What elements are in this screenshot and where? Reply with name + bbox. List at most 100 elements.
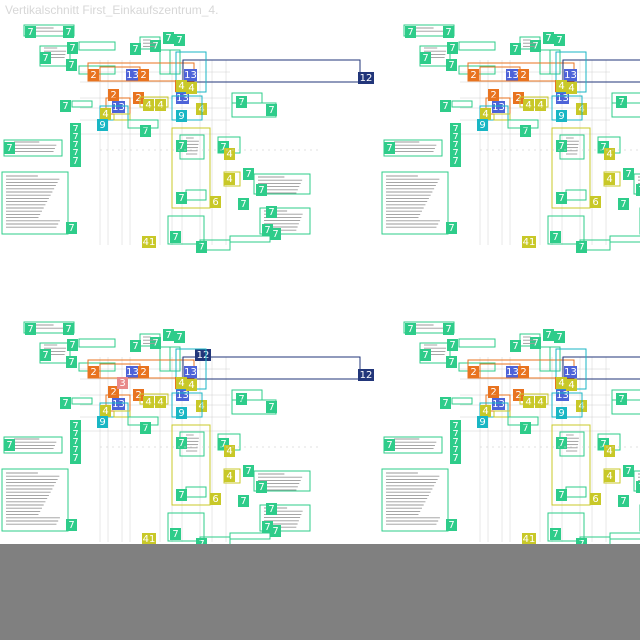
badge-label: 7: [386, 440, 392, 451]
badge-label: 7: [422, 53, 428, 64]
badge: [224, 470, 235, 482]
badge: [535, 396, 546, 408]
badge-label: 7: [449, 340, 455, 351]
badge: [70, 444, 81, 456]
badge: [70, 147, 81, 159]
badge-label: 7: [558, 193, 564, 204]
badge-label: 7: [72, 156, 78, 167]
badge: [243, 465, 254, 477]
badge: [88, 69, 99, 81]
badge: [530, 40, 541, 52]
badge: [492, 398, 505, 410]
badge-label: 2: [515, 93, 521, 104]
badge: [70, 428, 81, 440]
badge-label: 7: [272, 229, 278, 240]
badge-label: 7: [72, 429, 78, 440]
badge-label: 7: [178, 193, 184, 204]
note-box: [253, 470, 311, 492]
badge-label: 7: [552, 529, 558, 540]
badge-label: 7: [245, 169, 251, 180]
badge-label: 7: [638, 185, 640, 196]
badge: [170, 528, 181, 540]
badge: [4, 142, 15, 154]
badge-label: 13: [564, 367, 577, 378]
badge: [224, 173, 235, 185]
badge-label: 13: [112, 399, 125, 410]
badge-label: 7: [558, 438, 564, 449]
badge: [70, 131, 81, 143]
note-box: [78, 338, 116, 348]
badge: [100, 405, 111, 417]
badge: [67, 339, 78, 351]
badge: [138, 366, 149, 378]
cyan-region: [551, 392, 583, 418]
badge-label: 7: [600, 439, 606, 450]
badge-label: 13: [556, 390, 569, 401]
badge: [176, 489, 187, 501]
badge: [564, 366, 577, 378]
badge-label: 7: [545, 33, 551, 44]
badge-label: 4: [178, 81, 184, 92]
badge-label: 7: [452, 453, 458, 464]
badge: [556, 407, 567, 419]
badge-label: 7: [625, 466, 631, 477]
note-box: [451, 100, 473, 108]
badge-label: 4: [226, 471, 232, 482]
note-box: [231, 399, 277, 415]
badge-label: 4: [525, 397, 531, 408]
badge: [384, 439, 395, 451]
badge-label: 13: [184, 70, 197, 81]
badge-label: 7: [72, 445, 78, 456]
badge: [155, 99, 166, 111]
badge: [4, 439, 15, 451]
badge-label: 7: [452, 132, 458, 143]
badge-label: 9: [558, 111, 564, 122]
badge-label: 7: [448, 60, 454, 71]
badge: [616, 393, 627, 405]
badge: [163, 32, 174, 44]
note-box: [139, 36, 161, 50]
badge-label: 7: [445, 27, 451, 38]
badge-label: 7: [442, 101, 448, 112]
badge-label: 7: [556, 332, 562, 343]
badge-label: 7: [407, 27, 413, 38]
badge-label: 4: [525, 100, 531, 111]
badge: [556, 389, 569, 401]
badge: [97, 416, 108, 428]
badge: [535, 99, 546, 111]
note-box: [1, 171, 69, 235]
note-box: [231, 102, 277, 118]
badge-label: 7: [62, 398, 68, 409]
badge-label: 7: [452, 429, 458, 440]
badge-label: 2: [520, 367, 526, 378]
badge-label: 9: [479, 120, 485, 131]
note-box: [159, 346, 171, 372]
badge-label: 7: [69, 43, 75, 54]
badge: [598, 141, 609, 153]
badge-label: 7: [72, 148, 78, 159]
badge-label: 2: [470, 367, 476, 378]
note-box: [539, 346, 551, 372]
badge: [550, 528, 561, 540]
note-box: [458, 41, 496, 51]
badge: [266, 503, 277, 515]
badge: [420, 52, 431, 64]
badge-label: 7: [422, 350, 428, 361]
badge: [450, 155, 461, 167]
badge-label: 7: [176, 35, 182, 46]
cyan-region: [171, 392, 203, 418]
badge: [523, 396, 534, 408]
badge-label: 4: [226, 174, 232, 185]
badge-label: 3: [119, 378, 125, 389]
badge: [130, 43, 141, 55]
badge: [130, 340, 141, 352]
badge: [236, 96, 247, 108]
badge: [590, 196, 601, 208]
badge-label: 4: [145, 100, 151, 111]
badge-label: 7: [65, 27, 71, 38]
badge: [174, 331, 185, 343]
badge: [446, 356, 457, 368]
badge: [405, 323, 416, 335]
badge-label: 7: [142, 423, 148, 434]
badge-label: 7: [552, 232, 558, 243]
